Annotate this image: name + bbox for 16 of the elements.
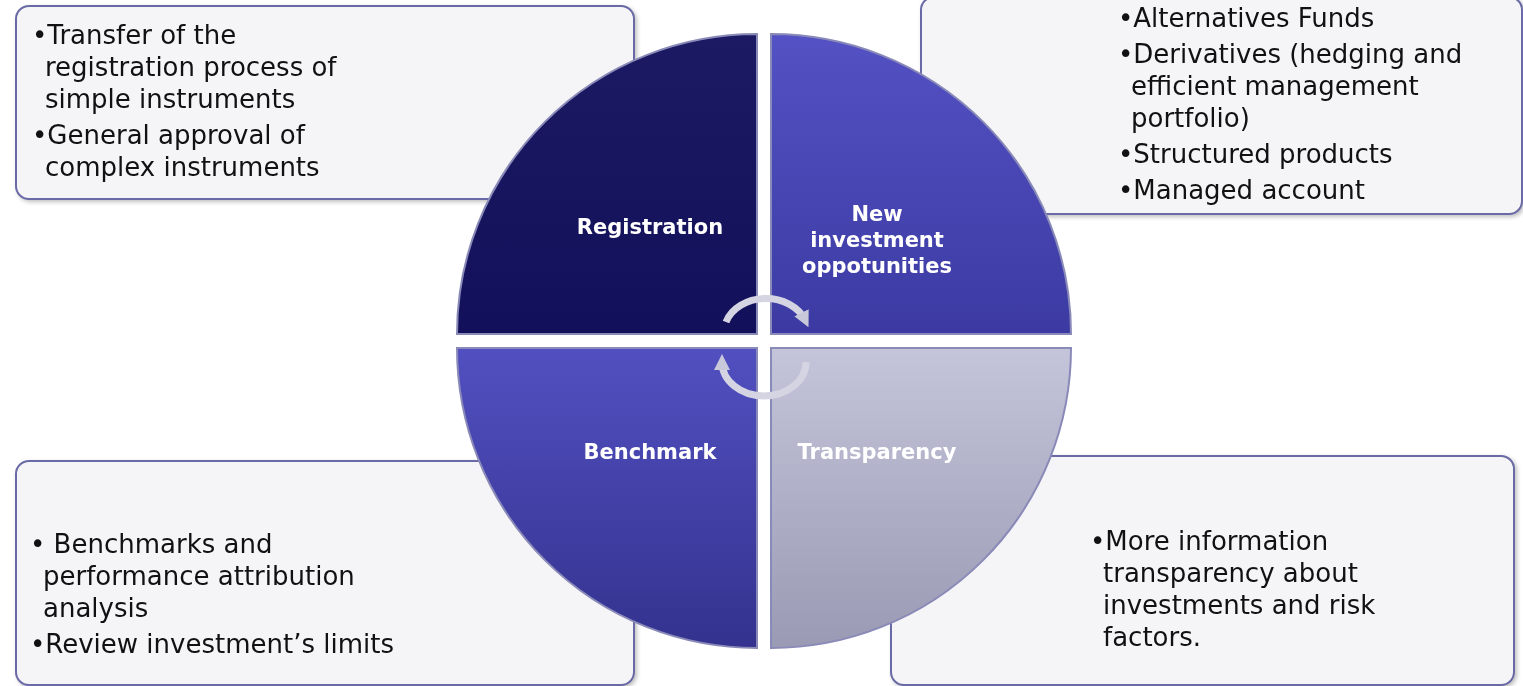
segment-label: Registration xyxy=(576,214,724,240)
bullet-text: •General approval of complex instruments xyxy=(32,119,321,183)
bullet-text: • Benchmarks and performance attribution analysis xyxy=(30,528,356,624)
bullet-text: •Transfer of the registration process of simple instruments xyxy=(32,19,338,115)
segment-label: New investment oppotunities xyxy=(800,201,953,279)
callout-box xyxy=(920,0,1523,215)
bullet-text: •Derivatives (hedging and efficient management portfolio) xyxy=(1118,38,1464,134)
bullet-text: •Managed account xyxy=(1118,174,1366,206)
curved-arrow xyxy=(722,295,810,327)
bullet-text: •Review investment’s limits xyxy=(30,628,395,660)
segment-label: Transparency xyxy=(797,439,957,465)
bullet-text: •Alternatives Funds xyxy=(1118,2,1376,34)
curved-arrow xyxy=(714,354,810,400)
bullet-text: •Structured products xyxy=(1118,138,1394,170)
segment-label: Benchmark xyxy=(583,439,717,465)
bullet-text: •More information transparency about investments and risk factors. xyxy=(1090,525,1377,653)
